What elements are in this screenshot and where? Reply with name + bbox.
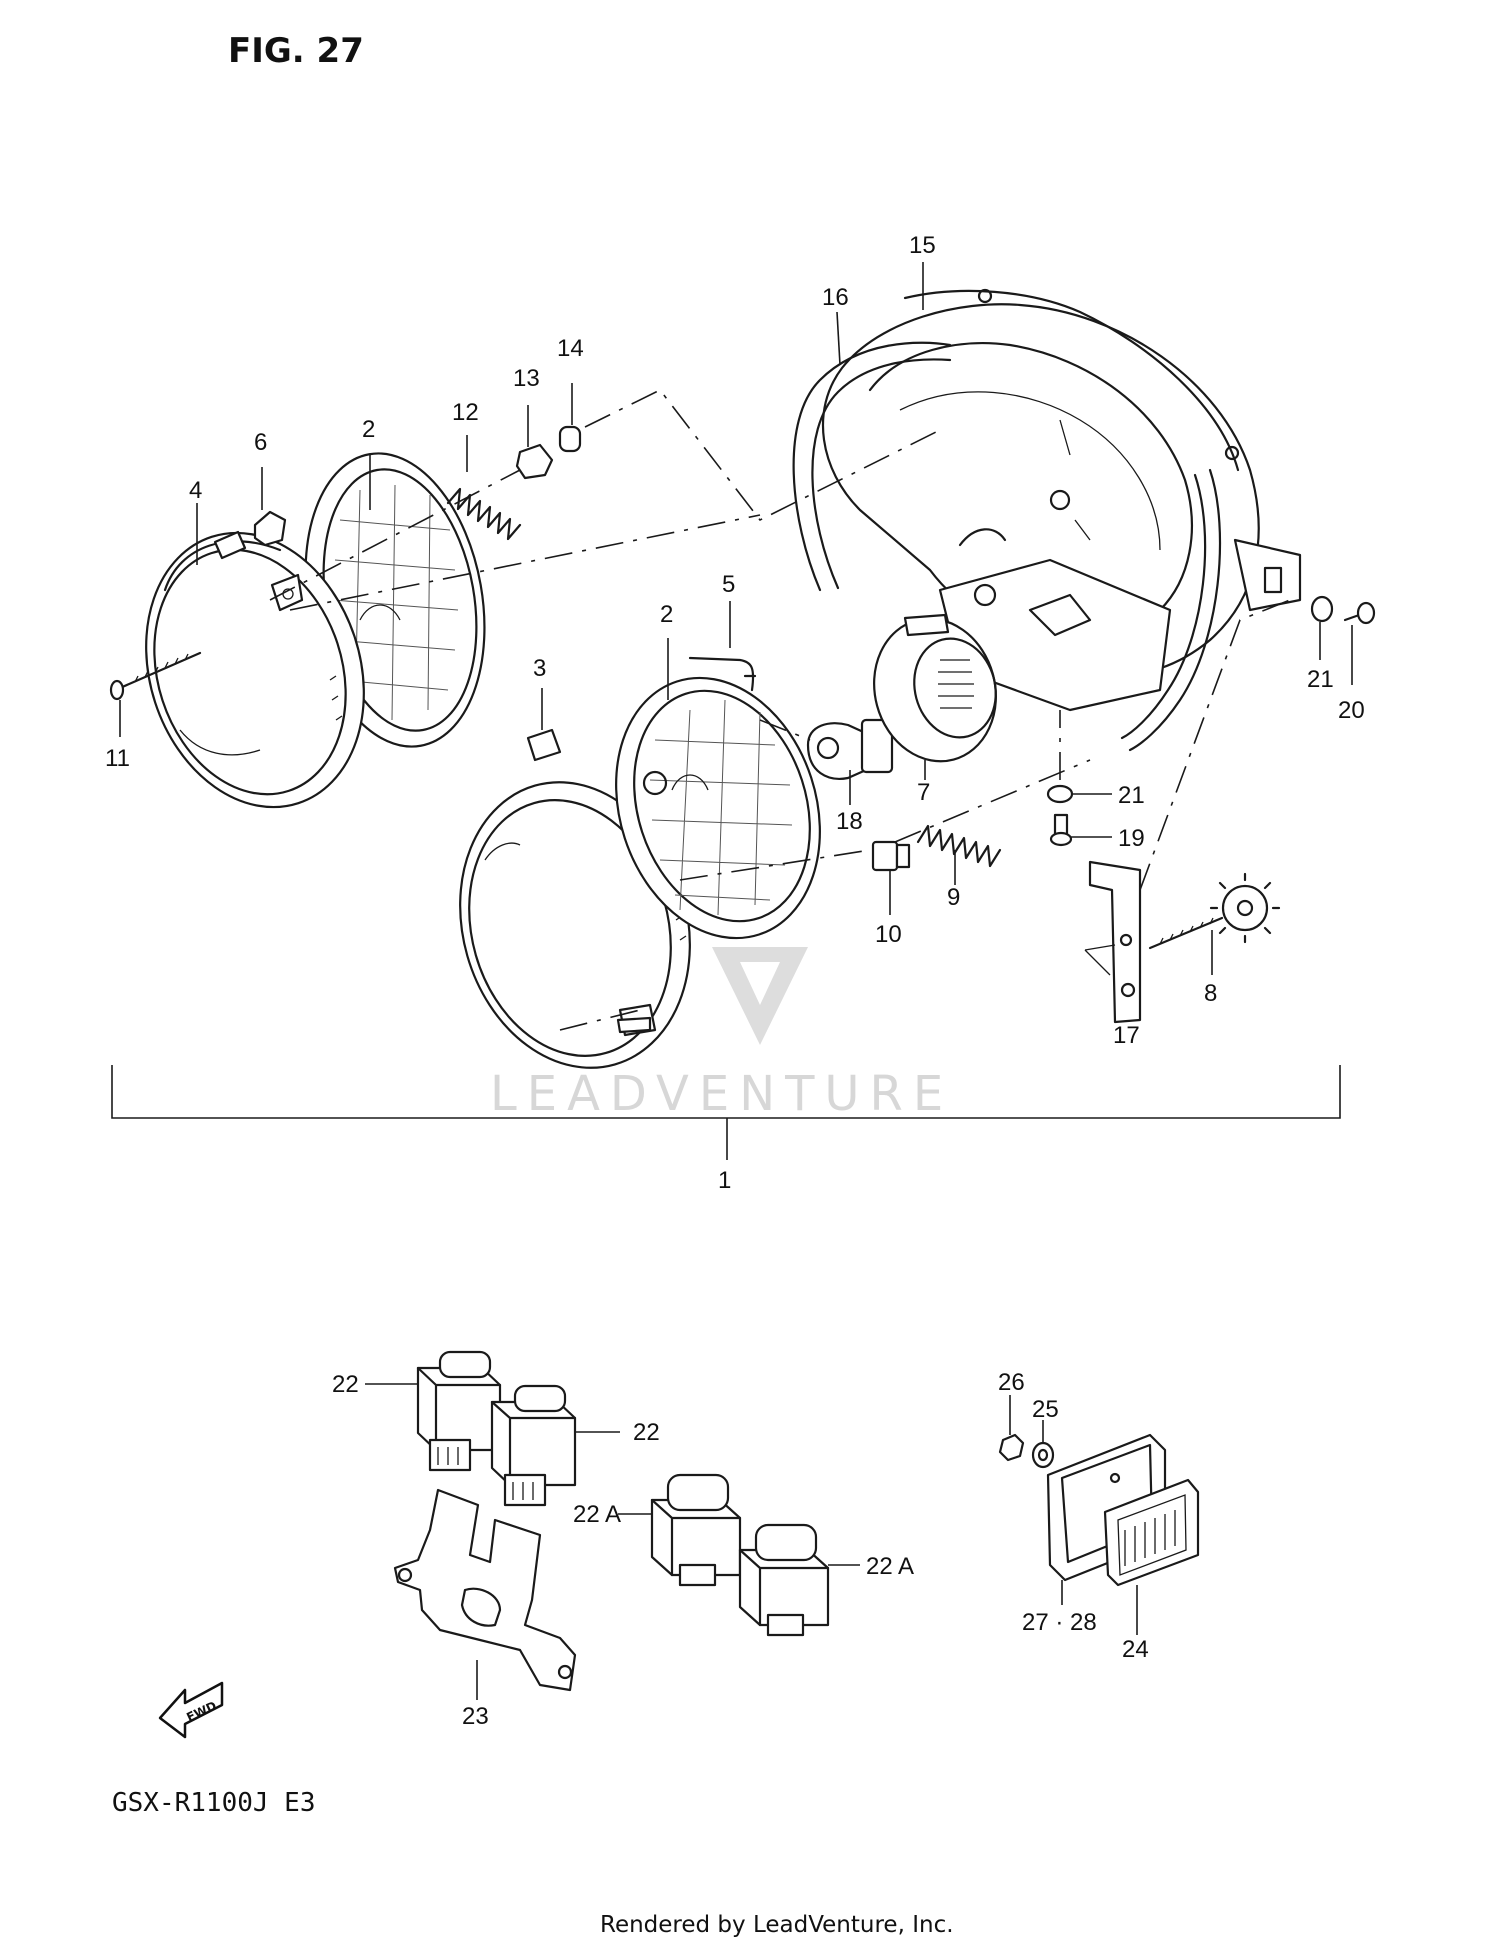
callout-13: 13 [513, 365, 540, 392]
nut-icon [1046, 784, 1074, 804]
watermark: LEADVENTURE [490, 947, 953, 1122]
callouts: 15 16 14 13 12 2 6 4 11 3 2 5 18 7 9 10 … [105, 232, 1365, 1194]
spring-icon [916, 824, 1002, 868]
callout-3: 3 [533, 655, 546, 682]
leader-lines [119, 262, 1353, 1022]
connector-icon [871, 840, 911, 872]
screw-icon [1343, 601, 1376, 625]
callout-27-28: 27 · 28 [1022, 1609, 1097, 1636]
figure-title: FIG. 27 [228, 31, 364, 71]
callout-26: 26 [998, 1369, 1025, 1396]
watermark-text: LEADVENTURE [490, 1066, 953, 1122]
fwd-arrow-icon: FWD [158, 1681, 224, 1739]
leader-lines-lower [365, 1383, 1138, 1700]
callout-12: 12 [452, 399, 479, 426]
screw-icon [1049, 813, 1073, 847]
callout-20: 20 [1338, 697, 1365, 724]
relay-icon [416, 1350, 502, 1472]
adjuster-gear-icon [1148, 872, 1281, 950]
cap-icon [558, 425, 582, 453]
assembly-bracket [111, 1065, 1341, 1160]
callout-21-upper: 21 [1307, 666, 1334, 693]
wire-spring-icon [688, 656, 757, 692]
watermark-logo-icon [712, 947, 808, 1045]
rubber-trim-icon [792, 341, 1222, 752]
headlight-rim-rear-icon [145, 530, 365, 809]
callout-25: 25 [1032, 1396, 1059, 1423]
callout-14: 14 [557, 335, 584, 362]
washer-icon [1310, 595, 1334, 623]
relay-icon [650, 1473, 742, 1587]
relay-bracket-icon [393, 1488, 577, 1692]
callouts-lower: 22 22 22 A 22 A 23 26 25 27 · 28 24 [332, 1369, 1149, 1730]
bulb-socket-icon [873, 613, 997, 763]
bulb-icon [806, 718, 894, 780]
callout-6: 6 [254, 429, 267, 456]
callout-15: 15 [909, 232, 936, 259]
callout-24: 24 [1122, 1636, 1149, 1663]
spring-icon [446, 487, 522, 541]
callout-10: 10 [875, 921, 902, 948]
screw-icon [109, 651, 202, 701]
relay-icon [738, 1523, 830, 1637]
callout-22A-right: 22 A [866, 1553, 914, 1580]
nut-icon [998, 1433, 1025, 1462]
callout-23: 23 [462, 1703, 489, 1730]
callout-22-right: 22 [633, 1419, 660, 1446]
relay-icon [490, 1384, 577, 1507]
callout-4: 4 [189, 477, 202, 504]
callout-1: 1 [718, 1167, 731, 1194]
headlight-housing-icon [821, 288, 1302, 712]
callout-19: 19 [1118, 825, 1145, 852]
bracket-icon [1084, 860, 1142, 1024]
callout-7: 7 [917, 779, 930, 806]
callout-16: 16 [822, 284, 849, 311]
footer-credit: Rendered by LeadVenture, Inc. [600, 1912, 954, 1938]
reflector-icon [1046, 1433, 1200, 1587]
callout-8: 8 [1204, 980, 1217, 1007]
headlight-lens-front-icon [615, 676, 821, 940]
callout-22A-left: 22 A [573, 1501, 621, 1528]
clip-icon [253, 510, 287, 547]
callout-17: 17 [1113, 1022, 1140, 1049]
callout-18: 18 [836, 808, 863, 835]
washer-icon [1031, 1441, 1055, 1469]
callout-2-lower: 2 [660, 601, 673, 628]
callout-9: 9 [947, 884, 960, 911]
callout-11: 11 [105, 745, 130, 772]
callout-21-lower: 21 [1118, 782, 1145, 809]
callout-22-left: 22 [332, 1371, 359, 1398]
adjuster-nut-icon [515, 443, 554, 480]
assembly-lines [269, 388, 1291, 1031]
callout-2-upper: 2 [362, 416, 375, 443]
model-code: GSX-R1100J E3 [112, 1788, 316, 1818]
callout-5: 5 [722, 571, 735, 598]
